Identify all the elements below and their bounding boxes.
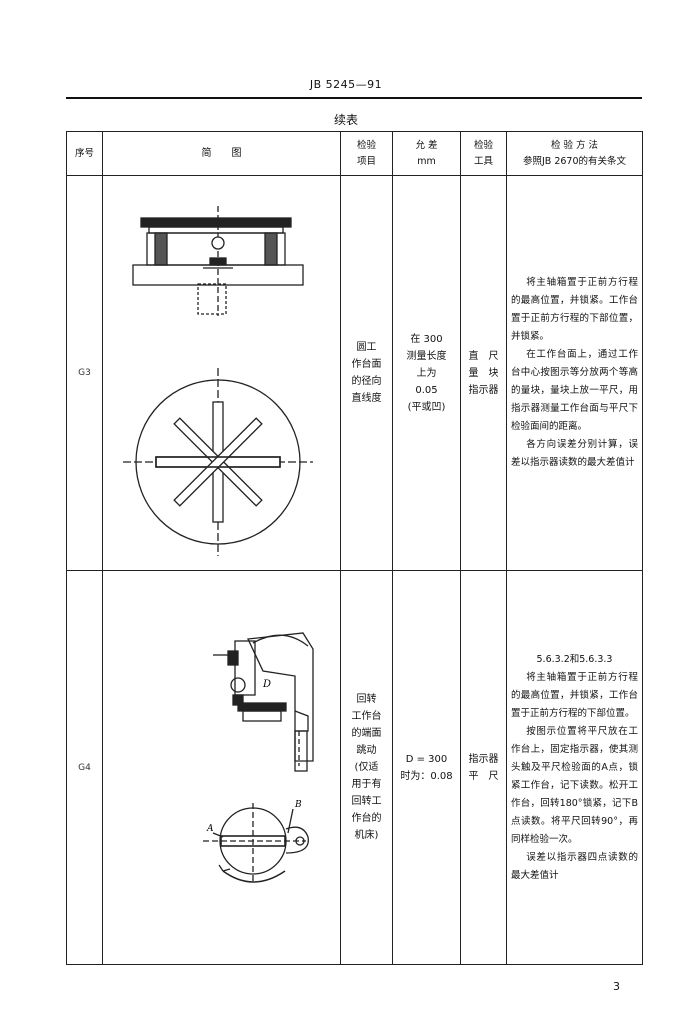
item-line: 回转工 — [351, 796, 382, 807]
method-paragraph: 各方向误差分别计算，误差以指示器读数的最大差值计 — [511, 439, 638, 468]
row-item: 圆工 作台面 的径向 直线度 — [340, 175, 393, 571]
inspection-table: 序号 简 图 检验 项目 允 差 mm 检验 工具 检 验 方 法 参照JB 2… — [66, 131, 643, 965]
tolerance-line: 在 300 — [410, 333, 443, 345]
item-line: 直线度 — [351, 393, 382, 404]
tolerance-line: 测量长度 — [406, 350, 447, 362]
tolerance-line: 时为：0.08 — [400, 770, 453, 782]
diagram-cell: D A B — [102, 570, 341, 965]
label-a: A — [206, 824, 214, 834]
method-paragraph: 将主轴箱置于正前方行程的最高位置，并锁紧。工作台置于正前方行程的下部位置，并锁紧… — [511, 277, 638, 342]
row-tolerance: 在 300 测量长度 上为 0.05 (平或凹) — [392, 175, 461, 571]
tolerance-line: D = 300 — [405, 753, 448, 765]
item-line: 的径向 — [351, 376, 382, 387]
header-item: 检验 项目 — [340, 131, 393, 176]
item-line: 作台的 — [351, 813, 382, 824]
method-paragraph: 按图示位置将平尺放在工作台上，固定指示器，使其测头触及平尺检验面的A点，锁紧工作… — [511, 725, 638, 845]
item-line: 机床) — [354, 830, 379, 841]
item-line: 跳动 — [356, 745, 377, 756]
header-tolerance-line: mm — [417, 155, 436, 167]
item-line: 工作台 — [351, 711, 382, 722]
row-seq: G3 — [66, 175, 103, 571]
standard-code: JB 5245—91 — [309, 78, 383, 91]
tolerance-line: 上为 — [416, 367, 437, 379]
method-paragraph: 在工作台面上，通过工作台中心按图示等分放两个等高的量块，量块上放一平尺，用指示器… — [511, 349, 638, 432]
method-paragraph: 将主轴箱置于正前方行程的最高位置，并锁紧，工作台置于正前方行程的下部位置。 — [511, 671, 638, 719]
header-tolerance-line: 允 差 — [415, 139, 438, 151]
row-tools: 指示器 平 尺 — [460, 570, 507, 965]
row-seq: G4 — [66, 570, 103, 965]
tool-line: 平 尺 — [468, 770, 499, 782]
row-tolerance: D = 300 时为：0.08 — [392, 570, 461, 965]
page-number: 3 — [613, 980, 620, 993]
label-d: D — [262, 679, 271, 690]
item-line: (仅适 — [354, 762, 379, 773]
header-diagram: 简 图 — [102, 131, 341, 176]
tool-line: 指示器 — [468, 753, 499, 765]
header-rule — [66, 97, 642, 99]
item-line: 作台面 — [351, 359, 382, 370]
header-seq: 序号 — [66, 131, 103, 176]
header-method-line: 参照JB 2670的有关条文 — [522, 155, 627, 167]
header-method-line: 检 验 方 法 — [550, 139, 599, 151]
table-header-row: 序号 简 图 检验 项目 允 差 mm 检验 工具 检 验 方 法 参照JB 2… — [66, 131, 643, 176]
row-method: 将主轴箱置于正前方行程的最高位置，并锁紧。工作台置于正前方行程的下部位置，并锁紧… — [506, 175, 643, 571]
method-paragraph: 误差以指示器四点读数的最大差值计 — [511, 851, 638, 881]
item-line: 圆工 — [356, 342, 377, 353]
tool-line: 直 尺 — [468, 350, 499, 362]
diagram-cell — [102, 175, 341, 571]
row-tools: 直 尺 量 块 指示器 — [460, 175, 507, 571]
tolerance-line: 0.05 — [415, 384, 438, 396]
item-line: 用于有 — [351, 779, 382, 790]
item-line: 的端面 — [351, 728, 382, 739]
g4-diagram: D A B — [203, 632, 314, 883]
table-row: G3 — [66, 175, 643, 571]
header-tools-line: 工具 — [473, 155, 493, 167]
label-b: B — [294, 800, 302, 810]
header-tools-line: 检验 — [473, 139, 493, 151]
tool-line: 量 块 — [468, 367, 499, 379]
header-item-line: 检验 — [356, 139, 376, 151]
header-item-line: 项目 — [356, 155, 376, 167]
header-method: 检 验 方 法 参照JB 2670的有关条文 — [506, 131, 643, 176]
table-title: 续表 — [333, 113, 358, 127]
tool-line: 指示器 — [468, 384, 499, 396]
method-reference: 5.6.3.2和5.6.3.3 — [536, 653, 613, 665]
table-row: G4 — [66, 570, 643, 965]
item-line: 回转 — [356, 694, 377, 705]
header-tolerance: 允 差 mm — [392, 131, 461, 176]
g3-diagram — [123, 206, 313, 556]
row-method: 5.6.3.2和5.6.3.3 将主轴箱置于正前方行程的最高位置，并锁紧，工作台… — [506, 570, 643, 965]
row-item: 回转 工作台 的端面 跳动 (仅适 用于有 回转工 作台的 机床) — [340, 570, 393, 965]
tolerance-line: (平或凹) — [407, 401, 446, 413]
header-tools: 检验 工具 — [460, 131, 507, 176]
